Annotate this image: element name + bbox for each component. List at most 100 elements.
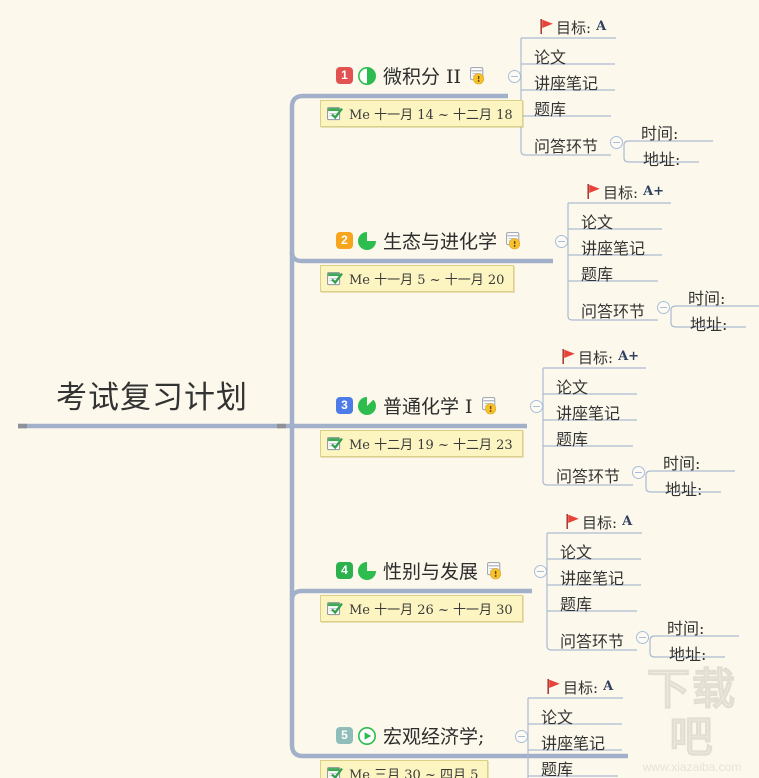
calendar-icon bbox=[327, 436, 344, 451]
subtopic-paper[interactable]: 论文 bbox=[541, 708, 574, 727]
progress-icon bbox=[357, 395, 377, 416]
task-warning-icon[interactable] bbox=[506, 231, 523, 250]
calendar-icon bbox=[327, 106, 344, 121]
topic-title[interactable]: 普通化学 I bbox=[383, 396, 473, 418]
date-label-text: Me 十一月 5 ~ 十一月 20 bbox=[349, 273, 505, 288]
goal-grade: A bbox=[596, 19, 607, 34]
subtopic-time[interactable]: 时间: bbox=[688, 289, 726, 308]
subtopic-address[interactable]: 地址: bbox=[669, 645, 707, 664]
flag-icon bbox=[561, 348, 576, 365]
subtopic-qa-session[interactable]: 问答环节 bbox=[560, 632, 625, 651]
goal-label: 目标: bbox=[563, 679, 599, 697]
priority-badge: 2 bbox=[336, 232, 353, 249]
calendar-icon bbox=[327, 766, 344, 778]
subtopic-goal[interactable]: 目标: A bbox=[546, 677, 613, 698]
collapse-button[interactable] bbox=[508, 70, 521, 83]
subtopic-time[interactable]: 时间: bbox=[667, 619, 705, 638]
progress-icon bbox=[357, 230, 377, 251]
watermark-url: www.xiazaiba.com bbox=[642, 760, 742, 774]
flag-icon bbox=[539, 18, 554, 35]
goal-grade: A+ bbox=[618, 349, 640, 364]
task-warning-icon[interactable] bbox=[487, 561, 504, 580]
date-label-text: Me 十一月 14 ~ 十二月 18 bbox=[349, 108, 513, 123]
goal-label: 目标: bbox=[603, 184, 639, 202]
subtopic-lecture-notes[interactable]: 讲座笔记 bbox=[534, 74, 599, 93]
date-label-text: Me 十一月 26 ~ 十一月 30 bbox=[349, 603, 513, 618]
goal-grade: A bbox=[603, 679, 614, 694]
branch-3: 3 普通化学 I 目标: A+ 论文 讲座笔记 题库 问答环节 时间: 地址: … bbox=[0, 330, 759, 540]
subtopic-address[interactable]: 地址: bbox=[690, 315, 728, 334]
subtopic-address[interactable]: 地址: bbox=[665, 480, 703, 499]
subtopic-question-bank[interactable]: 题库 bbox=[560, 595, 593, 614]
subtopic-qa-session[interactable]: 问答环节 bbox=[581, 302, 646, 321]
task-warning-icon[interactable] bbox=[481, 396, 499, 415]
topic-title[interactable]: 生态与进化学 bbox=[383, 231, 498, 253]
subtopic-question-bank[interactable]: 题库 bbox=[541, 760, 574, 778]
main-topic[interactable]: 3 普通化学 I bbox=[336, 392, 499, 419]
qa-collapse-button[interactable] bbox=[636, 631, 649, 644]
subtopic-lecture-notes[interactable]: 讲座笔记 bbox=[560, 569, 625, 588]
subtopic-qa-session[interactable]: 问答环节 bbox=[534, 137, 599, 156]
subtopic-time[interactable]: 时间: bbox=[663, 454, 701, 473]
central-topic[interactable]: 考试复习计划 bbox=[56, 380, 248, 416]
date-label[interactable]: Me 十一月 14 ~ 十二月 18 bbox=[320, 100, 523, 127]
subtopic-question-bank[interactable]: 题库 bbox=[556, 430, 589, 449]
subtopic-paper[interactable]: 论文 bbox=[534, 48, 567, 67]
calendar-icon bbox=[327, 271, 344, 286]
flag-icon bbox=[565, 513, 580, 530]
subtopic-lecture-notes[interactable]: 讲座笔记 bbox=[541, 734, 606, 753]
topic-title[interactable]: 宏观经济学; bbox=[383, 726, 485, 748]
collapse-button[interactable] bbox=[530, 400, 543, 413]
subtopic-goal[interactable]: 目标: A bbox=[539, 17, 606, 38]
subtopic-paper[interactable]: 论文 bbox=[581, 213, 614, 232]
date-label[interactable]: Me 十二月 19 ~ 十二月 23 bbox=[320, 430, 523, 457]
topic-title[interactable]: 性别与发展 bbox=[383, 561, 479, 583]
progress-icon bbox=[357, 66, 377, 86]
qa-collapse-button[interactable] bbox=[610, 136, 623, 149]
subtopic-goal[interactable]: 目标: A+ bbox=[561, 347, 639, 368]
progress-icon bbox=[357, 560, 377, 581]
goal-label: 目标: bbox=[582, 514, 618, 532]
topic-title[interactable]: 微积分 II bbox=[383, 66, 462, 88]
flag-icon bbox=[546, 678, 561, 695]
goal-label: 目标: bbox=[578, 349, 614, 367]
goal-grade: A bbox=[622, 514, 633, 529]
subtopic-time[interactable]: 时间: bbox=[641, 124, 679, 143]
date-label-text: Me 十二月 19 ~ 十二月 23 bbox=[349, 438, 513, 453]
branch-1: 1 微积分 II 目标: A 论文 讲座笔记 题库 问答环节 时间: 地址: M… bbox=[0, 0, 759, 210]
collapse-button[interactable] bbox=[555, 235, 568, 248]
task-warning-icon[interactable] bbox=[470, 66, 487, 85]
subtopic-question-bank[interactable]: 题库 bbox=[534, 100, 567, 119]
collapse-button[interactable] bbox=[515, 730, 528, 743]
subtopic-lecture-notes[interactable]: 讲座笔记 bbox=[556, 404, 621, 423]
qa-collapse-button[interactable] bbox=[657, 301, 670, 314]
collapse-button[interactable] bbox=[534, 565, 547, 578]
date-label[interactable]: Me 十一月 26 ~ 十一月 30 bbox=[320, 595, 523, 622]
subtopic-paper[interactable]: 论文 bbox=[560, 543, 593, 562]
date-label[interactable]: Me 十一月 5 ~ 十一月 20 bbox=[320, 265, 515, 292]
main-topic[interactable]: 2 生态与进化学 bbox=[336, 227, 523, 254]
subtopic-lecture-notes[interactable]: 讲座笔记 bbox=[581, 239, 646, 258]
qa-collapse-button[interactable] bbox=[632, 466, 645, 479]
subtopic-question-bank[interactable]: 题库 bbox=[581, 265, 614, 284]
flag-icon bbox=[586, 183, 601, 200]
calendar-icon bbox=[327, 601, 344, 616]
main-topic[interactable]: 5 宏观经济学; bbox=[336, 722, 484, 749]
goal-grade: A+ bbox=[643, 184, 665, 199]
date-label-text: Me 三月 30 ~ 四月 5 bbox=[349, 768, 479, 778]
subtopic-paper[interactable]: 论文 bbox=[556, 378, 589, 397]
goal-label: 目标: bbox=[556, 19, 592, 37]
subtopic-qa-session[interactable]: 问答环节 bbox=[556, 467, 621, 486]
subtopic-goal[interactable]: 目标: A bbox=[565, 512, 632, 533]
subtopic-goal[interactable]: 目标: A+ bbox=[586, 182, 664, 203]
main-topic[interactable]: 1 微积分 II bbox=[336, 62, 487, 89]
watermark-logo: 下载吧 bbox=[647, 665, 737, 763]
main-topic[interactable]: 4 性别与发展 bbox=[336, 557, 504, 584]
subtopic-address[interactable]: 地址: bbox=[643, 150, 681, 169]
priority-badge: 5 bbox=[336, 727, 353, 744]
progress-icon bbox=[357, 726, 377, 746]
watermark: 下载吧 www.xiazaiba.com bbox=[626, 665, 758, 774]
date-label[interactable]: Me 三月 30 ~ 四月 5 bbox=[320, 760, 489, 778]
